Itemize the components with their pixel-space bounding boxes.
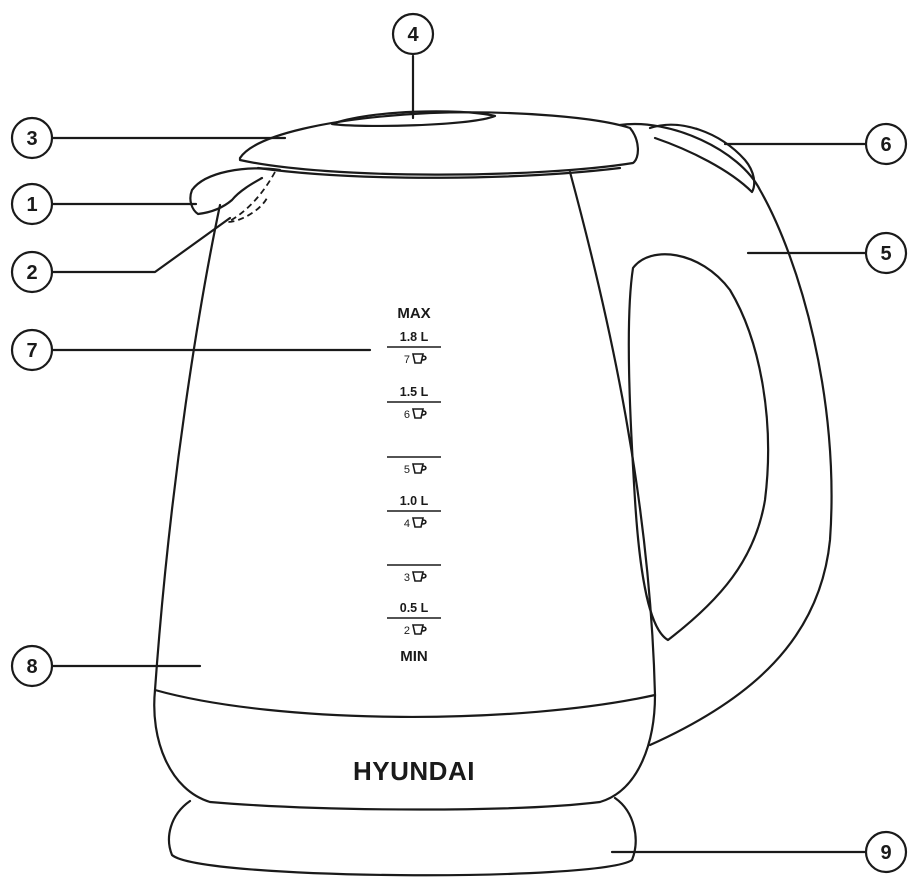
handle-inner [627,253,770,642]
callout-2: 2 [10,250,54,294]
scale-min-label: MIN [400,648,428,665]
lid-outline [238,111,639,176]
callout-8: 8 [10,644,54,688]
scale-cups-label: 4 [404,518,410,530]
callout-4: 4 [391,12,435,56]
brand-logo-text: HYUNDAI [353,756,475,786]
scale-mark: 0.5 L 2 [387,601,441,637]
water-level-scale: 1.8 L 7 1.5 L 6 5 1.0 L 4 3 0.5 L 2 [387,330,441,637]
spout-filter [227,171,276,223]
spout [189,167,282,216]
callout-5: 5 [864,231,908,275]
lid-rim-line [256,166,622,179]
scale-mark: 1.8 L 7 [387,330,441,366]
kettle-body-outline [153,170,657,811]
scale-cups-label: 7 [404,354,410,366]
callout-6: 6 [864,122,908,166]
scale-max-label: MAX [397,305,430,322]
callout-2-number: 2 [26,262,37,284]
callout-9-number: 9 [880,842,891,864]
cup-icon [412,571,427,582]
power-switch [648,123,756,194]
cup-icon [412,408,427,419]
lid-button [330,110,497,128]
cup-icon [412,353,427,364]
scale-liters-label: 1.8 L [400,330,429,344]
callout-3: 3 [10,116,54,160]
callout-4-number: 4 [407,24,419,46]
scale-cups-label: 6 [404,409,410,421]
callout-1: 1 [10,182,54,226]
callout-6-number: 6 [880,134,891,156]
callout-9: 9 [864,830,908,874]
scale-cups-label: 2 [404,625,410,637]
scale-cups-label: 3 [404,572,410,584]
scale-liters-label: 1.0 L [400,494,429,508]
callout-3-number: 3 [26,128,37,150]
callout-7-number: 7 [26,340,37,362]
cup-icon [412,463,427,474]
cup-icon [412,624,427,635]
callout-1-number: 1 [26,194,37,216]
cup-icon [412,517,427,528]
scale-mark: 1.5 L 6 [387,385,441,421]
scale-mark: 5 [387,456,441,476]
body-base-seam [153,688,657,719]
scale-mark: 1.0 L 4 [387,494,441,530]
callout-8-number: 8 [26,656,37,678]
callout-7: 7 [10,328,54,372]
handle-outer [618,122,833,747]
scale-liters-label: 0.5 L [400,601,429,615]
base-stand [168,796,637,877]
leader-2 [50,216,232,274]
scale-mark: 3 [387,564,441,584]
scale-liters-label: 1.5 L [400,385,429,399]
callout-5-number: 5 [880,243,891,265]
scale-cups-label: 5 [404,464,410,476]
